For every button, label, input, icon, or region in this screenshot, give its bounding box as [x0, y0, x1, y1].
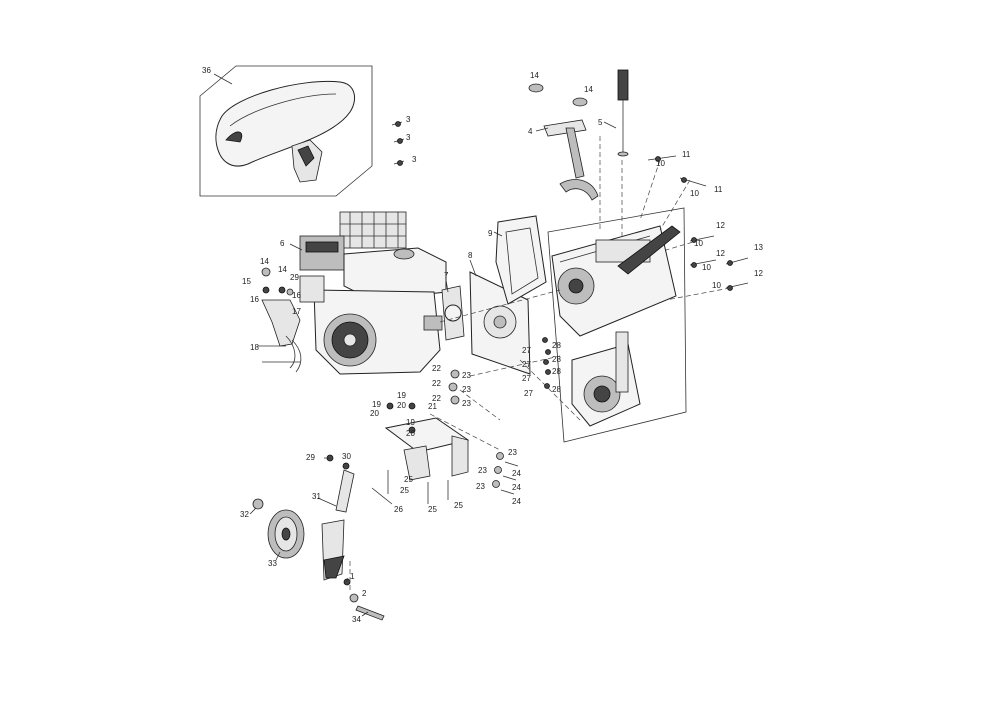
callout-10: 10 [690, 189, 699, 198]
callout-23: 23 [462, 371, 471, 380]
callout-13: 13 [754, 243, 763, 252]
callout-3: 3 [406, 133, 411, 142]
engine-mount-plate [384, 402, 470, 481]
callout-1: 1 [350, 572, 355, 581]
callout-25: 25 [454, 501, 463, 510]
callout-2: 2 [362, 589, 367, 598]
fastener-column [448, 337, 551, 405]
callout-28: 28 [552, 367, 561, 376]
callout-24: 24 [512, 483, 521, 492]
callout-20: 20 [397, 401, 406, 410]
callout-14: 14 [584, 85, 593, 94]
callout-18: 18 [250, 343, 259, 352]
callout-22: 22 [432, 364, 441, 373]
callout-29: 29 [290, 273, 299, 282]
callout-24: 24 [512, 497, 521, 506]
callout-12: 12 [754, 269, 763, 278]
callout-28: 28 [552, 341, 561, 350]
gearbox-bolts [647, 155, 749, 291]
callout-16: 16 [292, 291, 301, 300]
callout-19: 19 [397, 391, 406, 400]
callout-17: 17 [292, 307, 301, 316]
callout-3: 3 [412, 155, 417, 164]
callout-34: 34 [352, 615, 361, 624]
alignment-lines [349, 136, 731, 590]
callout-26: 26 [394, 505, 403, 514]
engine-assembly [299, 211, 447, 375]
gearbox-assembly [547, 207, 687, 443]
callout-7: 7 [444, 271, 449, 280]
callout-10: 10 [694, 239, 703, 248]
callout-32: 32 [240, 510, 249, 519]
callout-23: 23 [478, 466, 487, 475]
mount-bolts [371, 452, 519, 505]
transport-wheel-assembly [252, 454, 385, 621]
callout-9: 9 [488, 229, 493, 238]
callout-23: 23 [462, 385, 471, 394]
callout-22: 22 [432, 379, 441, 388]
callout-4: 4 [528, 127, 533, 136]
callout-20: 20 [370, 409, 379, 418]
leader-lines [213, 73, 617, 617]
callout-16: 16 [250, 295, 259, 304]
callout-14: 14 [260, 257, 269, 266]
callout-21: 21 [428, 402, 437, 411]
callout-25: 25 [404, 475, 413, 484]
callout-15: 15 [242, 277, 251, 286]
callout-10: 10 [656, 159, 665, 168]
callout-36: 36 [202, 66, 211, 75]
throttle-bracket [261, 267, 302, 373]
callout-24: 24 [512, 469, 521, 478]
callout-5: 5 [598, 118, 603, 127]
callout-20: 20 [406, 429, 415, 438]
callout-6: 6 [280, 239, 285, 248]
callout-23: 23 [508, 448, 517, 457]
handle-grip-inset [199, 65, 373, 197]
callout-27: 27 [522, 374, 531, 383]
callout-8: 8 [468, 251, 473, 260]
callout-25: 25 [400, 486, 409, 495]
callout-14: 14 [278, 265, 287, 274]
callout-29: 29 [306, 453, 315, 462]
callout-23: 23 [462, 399, 471, 408]
callout-12: 12 [716, 249, 725, 258]
shift-fork-and-dipstick [528, 69, 629, 201]
callout-25: 25 [428, 505, 437, 514]
callout-31: 31 [312, 492, 321, 501]
callout-labels: 36 3 3 3 14 14 4 5 10 11 10 11 9 6 12 10… [202, 66, 763, 624]
callout-23: 23 [476, 482, 485, 491]
callout-27: 27 [524, 389, 533, 398]
callout-19: 19 [406, 418, 415, 427]
callout-22: 22 [432, 394, 441, 403]
callout-10: 10 [702, 263, 711, 272]
callout-3: 3 [406, 115, 411, 124]
callout-28: 28 [552, 385, 561, 394]
callout-11: 11 [682, 150, 691, 159]
screws-part-3 [391, 121, 405, 166]
callout-33: 33 [268, 559, 277, 568]
callout-12: 12 [716, 221, 725, 230]
callout-27: 27 [522, 346, 531, 355]
callout-19: 19 [372, 400, 381, 409]
callout-28: 28 [552, 355, 561, 364]
callout-30: 30 [342, 452, 351, 461]
gaskets-and-covers [441, 215, 547, 375]
callout-14: 14 [530, 71, 539, 80]
callout-27: 27 [522, 360, 531, 369]
callout-11: 11 [714, 185, 723, 194]
callout-10: 10 [712, 281, 721, 290]
